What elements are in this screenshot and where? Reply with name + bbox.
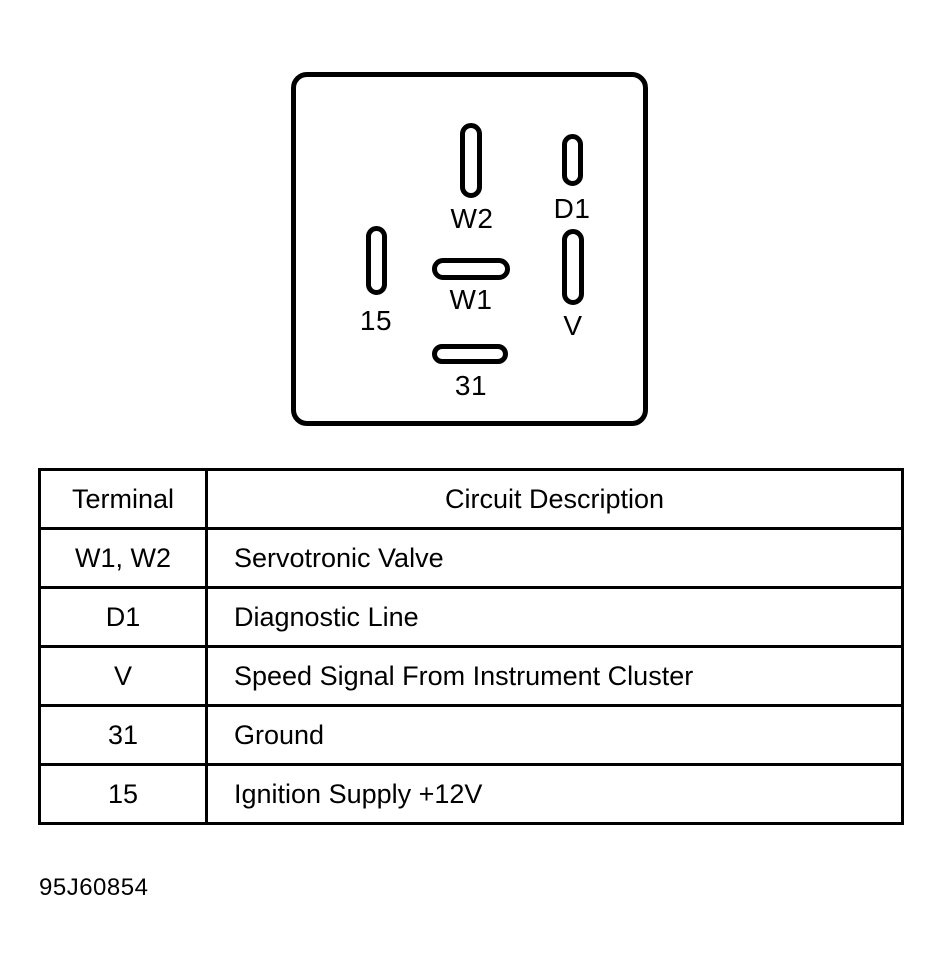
- pin-label-v: V: [563, 310, 583, 341]
- pin-slot-d1: [562, 134, 583, 186]
- pin-label-w1: W1: [449, 284, 493, 315]
- cell-terminal: 15: [38, 763, 208, 825]
- relay-connector-diagram: W2 D1 15 V W1 31: [291, 72, 648, 426]
- table-row: D1 Diagnostic Line: [38, 586, 904, 648]
- table-row: W1, W2 Servotronic Valve: [38, 527, 904, 589]
- header-terminal: Terminal: [38, 468, 208, 530]
- header-circuit-description: Circuit Description: [205, 468, 904, 530]
- cell-terminal: 31: [38, 704, 208, 766]
- cell-description: Ground: [205, 704, 904, 766]
- pin-slot-v: [562, 229, 584, 305]
- pin-slot-w2: [460, 123, 482, 198]
- terminal-description-table: Terminal Circuit Description W1, W2 Serv…: [38, 468, 904, 825]
- cell-description: Servotronic Valve: [205, 527, 904, 589]
- figure-id-caption: 95J60854: [39, 874, 149, 901]
- pin-slot-31: [432, 344, 508, 364]
- table-row: V Speed Signal From Instrument Cluster: [38, 645, 904, 707]
- table-row: 31 Ground: [38, 704, 904, 766]
- pin-slot-w1: [432, 258, 510, 280]
- cell-description: Diagnostic Line: [205, 586, 904, 648]
- cell-description: Speed Signal From Instrument Cluster: [205, 645, 904, 707]
- table-header-row: Terminal Circuit Description: [38, 468, 904, 530]
- pin-slot-15: [366, 226, 387, 295]
- pin-label-15: 15: [359, 305, 393, 336]
- pin-label-w2: W2: [450, 203, 494, 234]
- cell-description: Ignition Supply +12V: [205, 763, 904, 825]
- cell-terminal: V: [38, 645, 208, 707]
- cell-terminal: D1: [38, 586, 208, 648]
- cell-terminal: W1, W2: [38, 527, 208, 589]
- pin-label-31: 31: [454, 370, 488, 401]
- table-row: 15 Ignition Supply +12V: [38, 763, 904, 825]
- pin-label-d1: D1: [553, 193, 591, 224]
